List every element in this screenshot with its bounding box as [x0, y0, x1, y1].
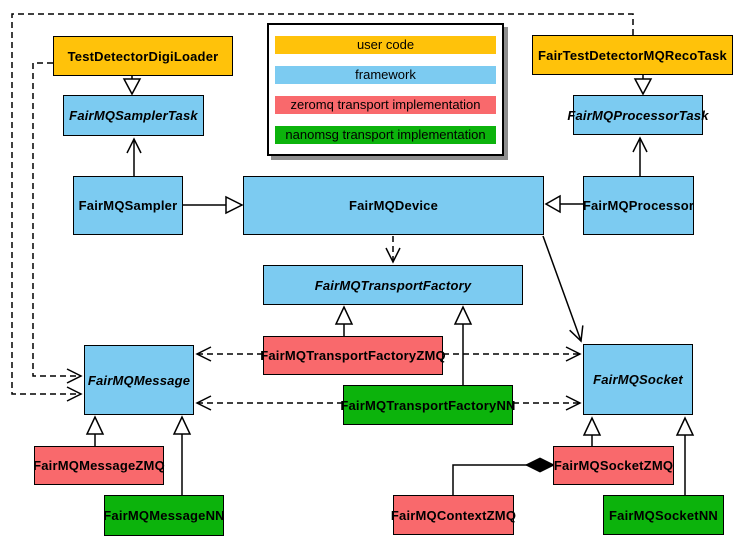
- node-fairmq-sampler-task: FairMQSamplerTask: [63, 95, 204, 136]
- node-test-detector-digi-loader: TestDetectorDigiLoader: [53, 36, 233, 76]
- legend-item-zeromq: zeromq transport implementation: [275, 96, 496, 114]
- legend-item-user-code: user code: [275, 36, 496, 54]
- node-fairmq-transport-factory-nn: FairMQTransportFactoryNN: [340, 385, 515, 425]
- node-fairmq-context-zmq: FairMQContextZMQ: [391, 495, 516, 535]
- legend-item-framework: framework: [275, 66, 496, 84]
- node-fairmq-socket-nn: FairMQSocketNN: [603, 495, 724, 535]
- node-fairmq-socket-zmq: FairMQSocketZMQ: [553, 446, 674, 485]
- node-fairmq-message-zmq: FairMQMessageZMQ: [33, 446, 165, 485]
- node-fairmq-sampler: FairMQSampler: [73, 176, 183, 235]
- node-fairmq-message: FairMQMessage: [84, 345, 194, 415]
- node-fairmq-transport-factory: FairMQTransportFactory: [263, 265, 523, 305]
- node-fairmq-socket: FairMQSocket: [583, 344, 693, 415]
- node-fairmq-processor-task: FairMQProcessorTask: [567, 95, 708, 135]
- node-fair-test-detector-mq-reco-task: FairTestDetectorMQRecoTask: [532, 35, 733, 75]
- node-fairmq-transport-factory-zmq: FairMQTransportFactoryZMQ: [260, 336, 446, 375]
- node-fairmq-device: FairMQDevice: [243, 176, 544, 235]
- node-fairmq-processor: FairMQProcessor: [583, 176, 694, 235]
- legend-item-nanomsg: nanomsg transport implementation: [275, 126, 496, 144]
- legend-box: user code framework zeromq transport imp…: [267, 23, 504, 156]
- node-fairmq-message-nn: FairMQMessageNN: [103, 495, 225, 536]
